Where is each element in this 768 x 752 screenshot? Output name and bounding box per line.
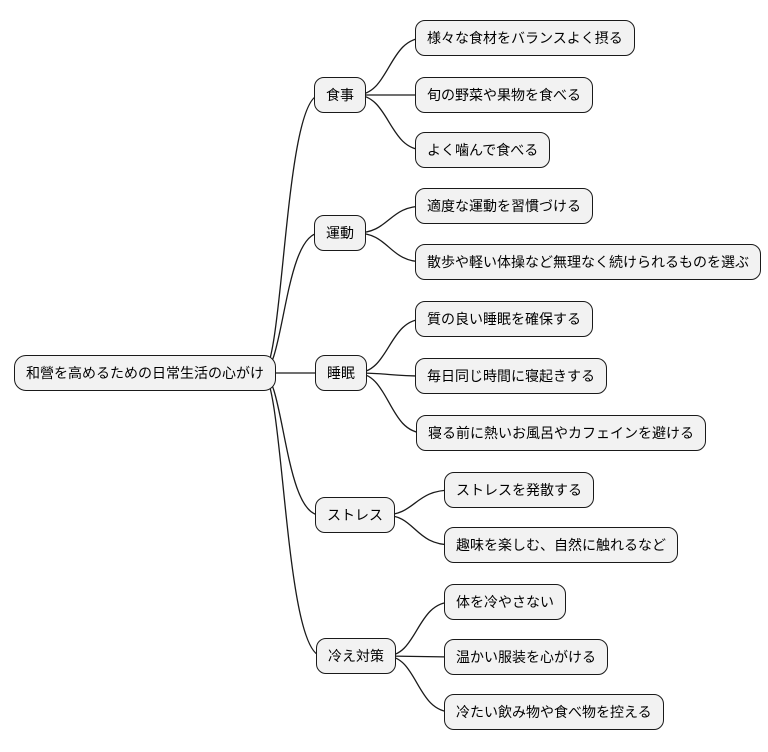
- leaf-node-cold-keep-warm: 体を冷やさない: [444, 584, 566, 620]
- leaf-node-stress-release: ストレスを発散する: [444, 472, 594, 508]
- root-node: 和營を高めるための日常生活の心がけ: [14, 355, 276, 391]
- leaf-node-cold-warm-clothes: 温かい服装を心がける: [444, 639, 608, 675]
- branch-node-sleep: 睡眠: [315, 355, 367, 391]
- connector-root-branch-diet: [261, 94, 321, 374]
- leaf-node-cold-avoid-cold-food: 冷たい飲み物や食べ物を控える: [444, 694, 664, 730]
- leaf-node-sleep-quality: 質の良い睡眠を確保する: [415, 301, 593, 337]
- connector-root-branch-stress: [261, 372, 321, 516]
- leaf-node-diet-balance: 様々な食材をバランスよく摂る: [415, 20, 635, 56]
- leaf-node-diet-seasonal: 旬の野菜や果物を食べる: [415, 77, 593, 113]
- connector-cold-leaf-1: [385, 655, 453, 658]
- leaf-node-sleep-schedule: 毎日同じ時間に寝起きする: [415, 358, 607, 394]
- leaf-node-sleep-avoid-caffeine: 寝る前に熱いお風呂やカフェインを避ける: [416, 415, 706, 451]
- leaf-node-exercise-habit: 適度な運動を習慣づける: [415, 188, 593, 224]
- connector-root-branch-cold: [261, 372, 323, 657]
- leaf-node-exercise-walking: 散歩や軽い体操など無理なく続けられるものを選ぶ: [415, 244, 761, 280]
- connector-root-branch-exercise: [261, 232, 321, 374]
- branch-node-stress: ストレス: [315, 497, 395, 533]
- connector-diet-leaf-0: [355, 37, 425, 96]
- branch-node-diet: 食事: [314, 77, 366, 113]
- branch-node-cold: 冷え対策: [316, 638, 396, 674]
- leaf-node-diet-chew: よく噛んで食べる: [415, 132, 551, 168]
- branch-node-exercise: 運動: [314, 215, 366, 251]
- leaf-node-stress-hobby: 趣味を楽しむ、自然に触れるなど: [444, 527, 678, 563]
- connector-diet-leaf-2: [355, 94, 425, 151]
- connector-exercise-leaf-0: [355, 205, 425, 234]
- connector-exercise-leaf-1: [355, 232, 425, 263]
